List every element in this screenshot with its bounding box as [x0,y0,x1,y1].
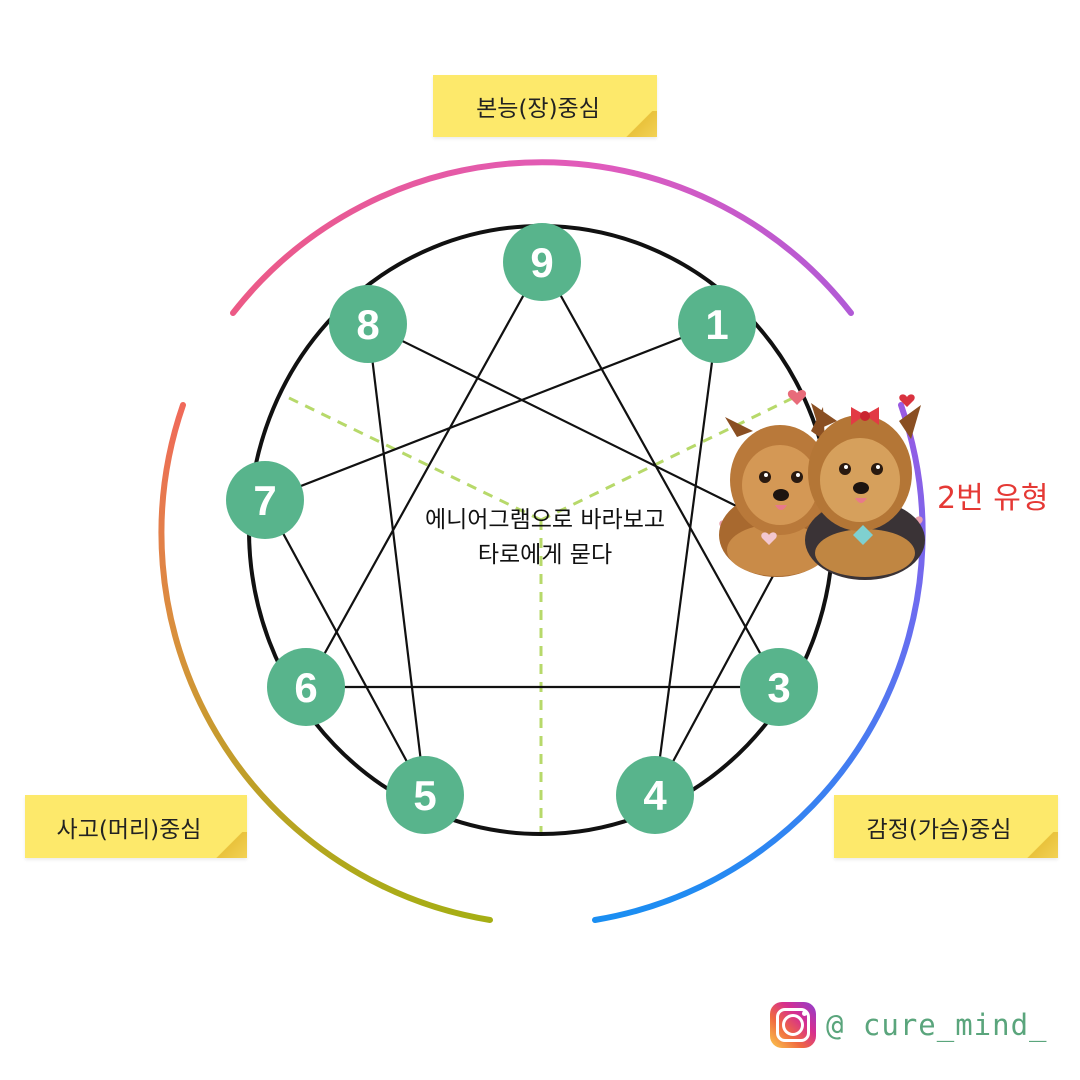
instagram-handle-text: @ cure_mind_ [826,1008,1048,1042]
type-node-circle [616,756,694,834]
type-node-5: 5 [386,756,464,834]
type-node-9: 9 [503,223,581,301]
head-center-arc [158,402,493,923]
type-node-6: 6 [267,648,345,726]
heart-icon [899,394,915,407]
type-node-number: 6 [294,664,317,711]
type-node-circle [503,223,581,301]
sticky-fold [213,832,247,858]
type-node-circle [267,648,345,726]
type-node-4: 4 [616,756,694,834]
head-center-label: 사고(머리)중심 [56,816,202,843]
type-node-number: 4 [643,772,667,819]
type-node-3: 3 [740,648,818,726]
center-caption-line-1: 에니어그램으로 바라보고 [424,507,666,533]
type-node-circle [386,756,464,834]
heart-center-arc [592,402,926,923]
type-node-circle [678,285,756,363]
heart-center-label: 감정(가슴)중심 [866,816,1012,843]
yorkie-dogs-illustration [719,390,925,580]
center-caption-line-2: 타로에게 묻다 [477,542,613,568]
heart-icon [787,390,807,405]
gut-center-sticky-note: 본능(장)중심 [433,75,657,137]
type-node-8: 8 [329,285,407,363]
type-node-circle [740,648,818,726]
type-node-number: 3 [767,664,790,711]
type-label: 2번 유형 [937,481,1049,516]
triangle-lines [304,259,781,689]
type-node-number: 9 [530,239,553,286]
type-node-number: 8 [356,301,379,348]
type-node-circle [329,285,407,363]
type-node-number: 5 [413,772,436,819]
head-center-sticky-note: 사고(머리)중심 [25,795,247,858]
sticky-fold [623,111,657,137]
gut-center-label: 본능(장)중심 [476,96,600,122]
type-node-1: 1 [678,285,756,363]
type-node-7: 7 [226,461,304,539]
type-node-circle [226,461,304,539]
center-divider-lines [284,394,798,832]
instagram-icon [770,1002,816,1048]
type-node-number: 7 [253,477,276,524]
type-node-number: 1 [705,301,728,348]
gut-center-arc [230,159,854,316]
heart-center-sticky-note: 감정(가슴)중심 [834,795,1058,858]
center-caption: 에니어그램으로 바라보고 타로에게 묻다 [380,503,710,573]
instagram-handle[interactable]: @ cure_mind_ [770,1000,1048,1050]
sticky-fold [1024,832,1058,858]
